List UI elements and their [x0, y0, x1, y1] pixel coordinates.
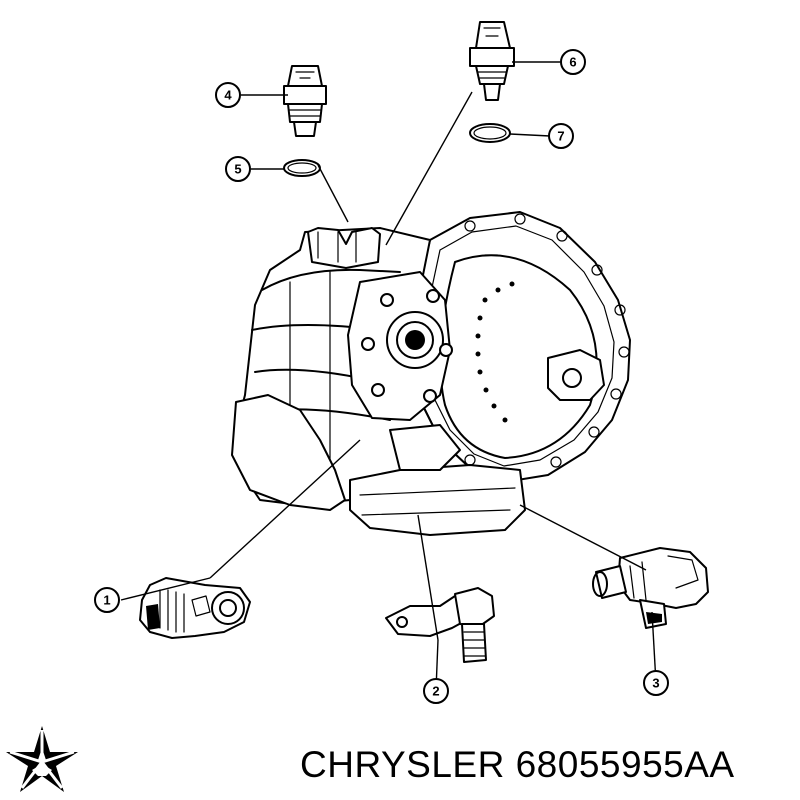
callout-1-label: 1: [103, 593, 110, 608]
sensor-2: [385, 587, 495, 663]
pressure-switch-6: [469, 21, 515, 101]
pressure-switch-4: [283, 65, 327, 137]
callout-1: 1: [94, 587, 120, 613]
callout-6-label: 6: [569, 55, 576, 70]
callout-5-label: 5: [234, 162, 241, 177]
callout-3: 3: [643, 670, 669, 696]
callout-2-label: 2: [432, 684, 439, 699]
callout-6: 6: [560, 49, 586, 75]
callout-7: 7: [548, 123, 574, 149]
sensor-1: [139, 577, 251, 639]
pentastar-icon: [6, 726, 78, 792]
callout-4-label: 4: [224, 88, 232, 103]
leader-lines: [120, 61, 657, 691]
part-number-caption: CHRYSLER 68055955AA: [300, 744, 735, 785]
callout-2: 2: [423, 678, 449, 704]
transmission-housing: [231, 211, 631, 536]
sensor-3: [592, 547, 709, 629]
callout-3-label: 3: [652, 676, 659, 691]
callout-4: 4: [215, 82, 241, 108]
callout-5: 5: [225, 156, 251, 182]
callout-7-label: 7: [557, 129, 564, 144]
